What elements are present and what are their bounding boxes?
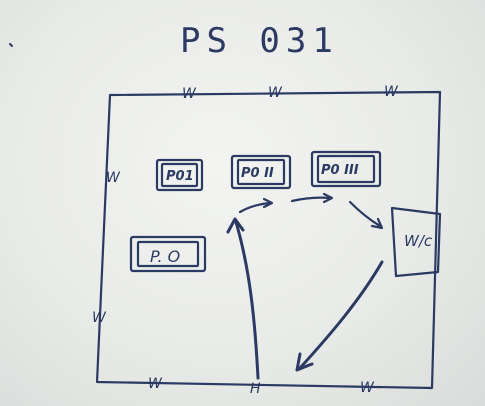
wall-label-left-2: W [92, 310, 107, 326]
box-p0-outer [129, 235, 207, 273]
arrow-p0ii-p0iii [290, 196, 332, 203]
arrow-entry-head [226, 217, 245, 234]
box-p01-inner [160, 162, 199, 188]
flow-arrows [226, 192, 384, 380]
box-p0ii-inner [236, 158, 286, 186]
wall-label-top-3: W [384, 84, 399, 100]
arrow-p0iii-wc [348, 200, 382, 228]
box-p0-label: P. O [150, 247, 180, 266]
box-wc: W/c [390, 206, 442, 278]
stray-mark [9, 43, 13, 47]
box-p0-inner [136, 240, 200, 268]
box-p0iii-label: P0 III [321, 163, 359, 178]
box-p0ii-label: P0 II [241, 166, 274, 181]
arrow-p01-p0ii [238, 201, 272, 214]
door-label: H [250, 381, 261, 397]
box-p01: P01 [155, 158, 204, 192]
arrow-exit [298, 260, 384, 370]
arrow-p01-p0ii-head [262, 197, 274, 209]
arrow-exit-head [295, 352, 314, 372]
wall-label-left-1: W [106, 170, 121, 186]
wall-label-top-2: W [268, 85, 283, 101]
box-p01-outer [155, 158, 204, 192]
box-p0iii-inner [316, 154, 376, 184]
box-p0: P. O [129, 235, 207, 273]
box-p0iii: P0 III [310, 150, 382, 188]
arrow-entry [234, 220, 260, 380]
room-outline [95, 90, 442, 390]
box-p0ii: P0 II [230, 154, 292, 190]
box-wc-outline [390, 206, 442, 278]
box-p0iii-outer [310, 150, 382, 188]
arrow-p0iii-wc-head [370, 217, 384, 230]
diagram-title: PS 031 [180, 21, 339, 61]
box-wc-label: W/c [404, 232, 433, 250]
wall-label-bottom-1: W [148, 376, 163, 392]
wall-label-bottom-2: W [360, 380, 375, 396]
wall-label-top-1: W [182, 86, 197, 102]
box-p01-label: P01 [166, 169, 194, 184]
arrow-p0ii-p0iii-head [322, 192, 334, 204]
box-p0ii-outer [230, 154, 292, 190]
